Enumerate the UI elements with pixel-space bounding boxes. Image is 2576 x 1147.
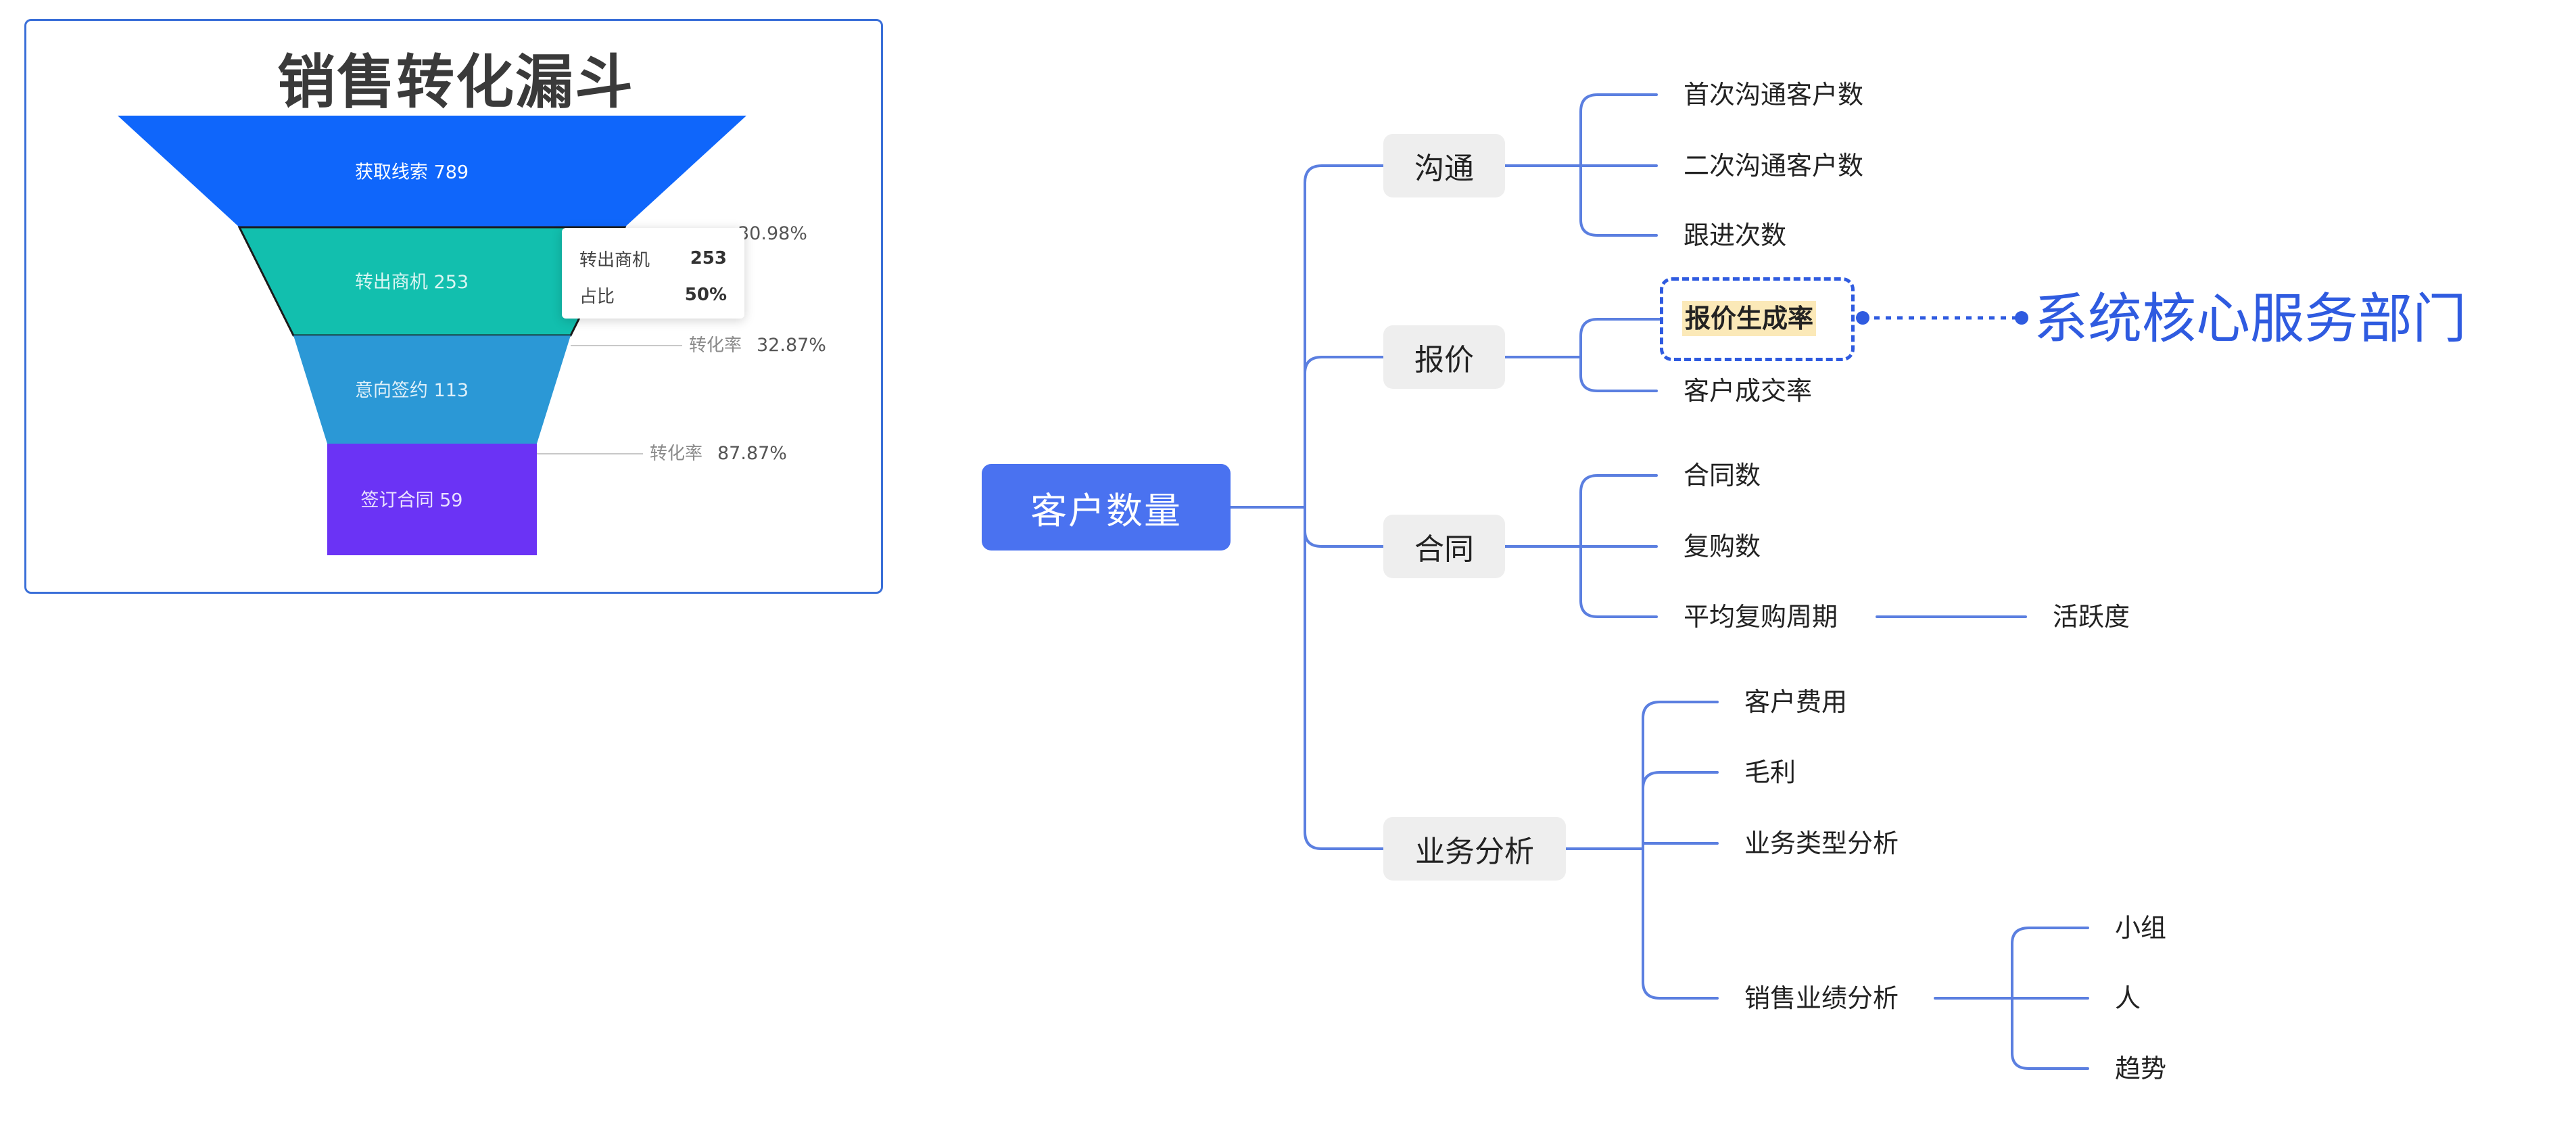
node-activity[interactable]: 活跃度 [2053,602,2130,632]
connector-communication [1504,93,1658,237]
funnel-stage-label-1: 获取线索 789 [355,162,469,183]
funnel-stage-3[interactable] [293,335,571,444]
node-contract-count[interactable]: 合同数 [1684,461,1761,490]
funnel-chart: 获取线索 789 转出商机 253 意向签约 113 签订合同 59 30.98% 转化率… [118,116,826,555]
node-customer-cost[interactable]: 客户费用 [1744,687,1848,717]
connector-contract [1504,474,2027,618]
conversion-rate-1: 30.98% [738,223,807,244]
node-quote-rate[interactable]: 报价生成率 [1682,301,1817,336]
funnel-stage-4[interactable] [327,444,537,555]
funnel-title: 销售转化漏斗 [277,49,634,116]
branch-contract[interactable]: 合同 [1383,515,1505,578]
connector-analysis [1565,701,1719,1000]
quote-rate-highlight-frame [1660,277,1855,361]
tooltip-row-share: 占比 50% [579,277,727,313]
funnel-stage-1[interactable] [118,116,746,227]
node-team[interactable]: 小组 [2115,913,2167,943]
tooltip-stage-value: 253 [690,248,727,268]
node-trend[interactable]: 趋势 [2115,1054,2167,1083]
funnel-tooltip: 转出商机 253 占比 50% [562,228,744,319]
connector-sales-perf [1934,927,2089,1070]
callout-core-dept[interactable]: 系统核心服务部门 [2034,287,2466,350]
tooltip-share-value: 50% [684,285,727,305]
node-first-contact[interactable]: 首次沟通客户数 [1684,80,1864,110]
funnel-stage-label-3: 意向签约 113 [355,380,469,401]
root-node[interactable]: 客户数量 [982,464,1231,551]
tooltip-share-label: 占比 [579,286,615,307]
node-repurchase-count[interactable]: 复购数 [1684,532,1761,561]
node-person[interactable]: 人 [2115,983,2141,1013]
branch-communication[interactable]: 沟通 [1383,134,1505,197]
branch-analysis[interactable]: 业务分析 [1383,817,1566,881]
node-business-type[interactable]: 业务类型分析 [1744,828,1899,858]
callout-dot-start [1856,311,1869,325]
conversion-rate-2: 32.87% [757,335,826,356]
conversion-rate-3: 87.87% [717,443,787,464]
connector-trunk [1304,164,1385,850]
branch-quote[interactable]: 报价 [1383,325,1505,389]
rate-caption-2: 转化率 [689,335,742,356]
rate-caption-3: 转化率 [650,444,702,464]
node-gross-profit[interactable]: 毛利 [1744,757,1796,787]
callout-dot-end [2015,311,2028,325]
funnel-stage-label-2: 转出商机 253 [355,272,469,293]
tooltip-stage-label: 转出商机 [579,250,650,271]
node-close-rate[interactable]: 客户成交率 [1684,376,1813,406]
connector-quote [1504,318,1661,392]
node-second-contact[interactable]: 二次沟通客户数 [1684,151,1864,181]
node-sales-performance[interactable]: 销售业绩分析 [1744,983,1899,1013]
funnel-panel: 销售转化漏斗 获取线索 789 转出商机 253 意向签约 113 签订合同 59 30… [24,19,883,594]
node-repurchase-cycle[interactable]: 平均复购周期 [1684,602,1838,632]
funnel-stage-label-4: 签订合同 59 [361,490,463,511]
node-follow-ups[interactable]: 跟进次数 [1684,220,1787,250]
tooltip-row-stage: 转出商机 253 [579,240,727,277]
